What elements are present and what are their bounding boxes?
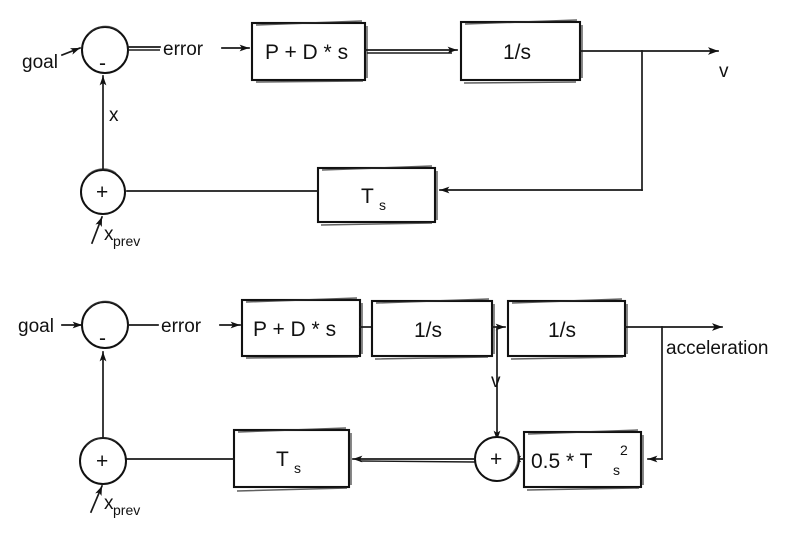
label-xprev-sub-1: prev — [113, 233, 140, 249]
minus-sign-1: - — [99, 52, 106, 75]
block-sample-time-2 — [232, 428, 351, 489]
wire-xprev-input-1 — [90, 215, 104, 245]
minus-sign-2: - — [99, 327, 106, 350]
block-pd-controller-label-2: P + D * s — [253, 318, 336, 341]
block-integrator-1-2 — [370, 299, 494, 358]
block-sample-time-label-1: T — [361, 185, 374, 208]
label-mid-signal-v-2: v — [491, 371, 501, 392]
summing-junction-state-sketch-2 — [85, 437, 118, 447]
block-sample-time-sketch-1 — [320, 165, 438, 226]
plus-sign-2: + — [96, 450, 108, 473]
label-xprev-1: x — [104, 224, 114, 245]
block-half-ts-squared-sketch-2 — [526, 429, 644, 491]
label-output-v-1: v — [719, 61, 729, 82]
block-half-ts-squared-2 — [522, 430, 643, 489]
block-sample-time-sub-2: s — [294, 460, 301, 476]
summing-junction-sketch-stroke-1 — [87, 25, 120, 35]
wire-goal-to-summer-1 — [60, 46, 82, 57]
wire-summer-to-sample-sketch-2 — [359, 460, 476, 463]
block-integrator-2-2 — [506, 299, 627, 358]
block-half-ts-squared-sup-2: 2 — [620, 442, 628, 458]
block-sample-time-sketch-2 — [236, 427, 352, 492]
plus-sign-1: + — [96, 181, 108, 204]
block-pd-controller-label-1: P + D * s — [265, 41, 348, 64]
block-integrator-1-sketch-2 — [374, 298, 495, 360]
label-error-2: error — [161, 316, 202, 337]
summing-junction-accel-sketch-2 — [509, 443, 519, 476]
block-sample-time-label-2: T — [276, 448, 289, 471]
block-sample-time-sub-1: s — [379, 197, 386, 213]
block-pd-controller-1 — [250, 21, 367, 82]
plus-sign-accel-2: + — [490, 448, 502, 471]
wire-xprev-input-2 — [89, 484, 104, 514]
diagram-velocity-loop: goal - error P + D * s 1/s v T — [22, 19, 729, 249]
label-xprev-2: x — [104, 493, 114, 514]
label-output-acceleration-2: acceleration — [666, 338, 768, 359]
block-pd-controller-sketch-1 — [255, 20, 368, 83]
label-goal-2: goal — [18, 316, 54, 337]
block-half-ts-squared-sub-2: s — [613, 462, 620, 478]
summing-junction-state-sketch-1 — [85, 168, 117, 178]
block-integrator-2-label-2: 1/s — [548, 319, 576, 342]
block-integrator-label-1: 1/s — [503, 41, 531, 64]
label-state-x-1: x — [109, 105, 119, 126]
label-goal-1: goal — [22, 52, 58, 73]
label-xprev-sub-2: prev — [113, 502, 140, 518]
block-sample-time-1 — [316, 166, 437, 224]
block-integrator-1-label-2: 1/s — [414, 319, 442, 342]
block-half-ts-squared-label-2: 0.5 * T — [531, 450, 593, 473]
summing-junction-sketch-stroke-2 — [87, 300, 120, 310]
block-pd-controller-sketch-2 — [245, 297, 363, 359]
diagram-acceleration-loop: goal - error P + D * s 1/s 1/s accelerat… — [18, 297, 768, 518]
block-integrator-2-sketch-2 — [510, 298, 628, 360]
label-error-1: error — [163, 39, 204, 60]
